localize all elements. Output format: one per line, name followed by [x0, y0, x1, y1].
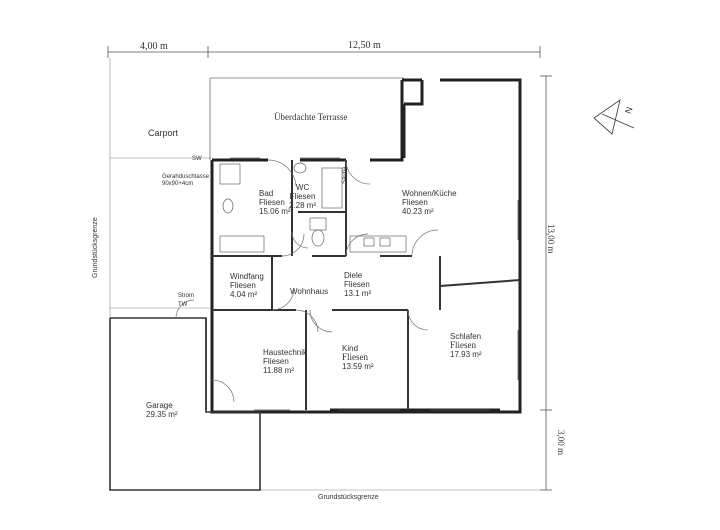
room-kind-name: Kind — [342, 344, 359, 353]
room-bad-area: 15.06 m² — [259, 207, 291, 216]
carport-label: Carport — [148, 128, 179, 138]
property-boundary — [109, 58, 540, 491]
room-kind-area: 13.59 m² — [342, 362, 374, 371]
room-haustechnik-floor: Fliesen — [263, 357, 289, 366]
room-bad: Bad Fliesen 15.06 m² — [259, 189, 291, 216]
boundary-bottom-label: Grundstücksgrenze — [318, 494, 379, 501]
room-diele-name: Diele — [344, 271, 363, 280]
room-diele-area: 13.1 m² — [344, 289, 372, 298]
room-garage-name: Garage — [146, 401, 173, 410]
room-schlafen-floor: Fliesen — [450, 340, 476, 350]
door-swings — [175, 159, 439, 403]
room-bad-floor: Fliesen — [259, 198, 285, 207]
room-kind: Kind Fliesen 13.59 m² — [342, 344, 374, 371]
carport-width-label: 4,00 m — [140, 41, 168, 52]
house-depth-label: 13,00 m — [546, 224, 556, 254]
room-wohnen-floor: Fliesen — [402, 198, 428, 207]
room-diele-floor: Fliesen — [344, 280, 370, 289]
room-wc-area: 2.28 m² — [289, 201, 317, 210]
room-haustechnik: Haustechnik Fliesen 11.88 m² — [263, 348, 307, 375]
room-diele: Diele Fliesen 13.1 m² — [344, 271, 371, 298]
room-windfang-name: Windfang — [230, 272, 264, 281]
house-width-label: 12,50 m — [348, 40, 381, 51]
bathroom-fixtures — [219, 162, 343, 253]
north-arrow — [593, 98, 635, 135]
room-wohnen: Wohnen/Küche Fliesen 40.23 m² — [402, 189, 457, 216]
terrace-label: Überdachte Terrasse — [274, 112, 348, 122]
room-wohnen-area: 40.23 m² — [402, 207, 434, 216]
room-wc-floor: Fliesen — [289, 192, 316, 201]
room-windfang-floor: Fliesen — [230, 281, 256, 290]
dimension-line-top — [107, 46, 541, 58]
room-haustechnik-area: 11.88 m² — [263, 366, 294, 375]
room-garage-area: 29.35 m² — [146, 410, 178, 419]
interior-walls — [212, 160, 521, 410]
kitchen-counter — [349, 235, 407, 253]
room-schlafen: Schlafen Fliesen 17.93 m² — [450, 332, 482, 359]
room-schlafen-area: 17.93 m² — [450, 350, 482, 359]
room-wohnen-name: Wohnen/Küche — [402, 189, 457, 198]
boundary-left-label: Grundstücksgrenze — [92, 217, 99, 278]
garage-walls — [109, 317, 261, 491]
room-garage: Garage 29.35 m² — [146, 401, 178, 419]
garage-depth-label: 3,00 m — [556, 430, 566, 456]
sw-label: SW — [192, 156, 202, 162]
windows — [230, 157, 519, 411]
room-windfang: Windfang Fliesen 4.04 m² — [230, 272, 264, 299]
room-sauna: Sauna — [342, 166, 348, 184]
strom-label: Strom — [178, 293, 195, 299]
room-wc: WC Fliesen 2.28 m² — [289, 183, 316, 210]
room-bad-name: Bad — [259, 189, 274, 198]
room-wc-name: WC — [295, 183, 310, 192]
room-haustechnik-name: Haustechnik — [263, 348, 308, 357]
dimension-line-right — [540, 75, 552, 491]
shower-note: Gerahduschtasse 90x90+4cm — [162, 174, 210, 187]
tw-label: TW — [178, 302, 188, 308]
room-schlafen-name: Schlafen — [450, 332, 482, 341]
terrace-outline — [209, 77, 404, 160]
room-windfang-area: 4.04 m² — [230, 290, 258, 299]
wohnhaus-label: Wohnhaus — [290, 287, 329, 296]
room-kind-floor: Fliesen — [342, 352, 368, 362]
